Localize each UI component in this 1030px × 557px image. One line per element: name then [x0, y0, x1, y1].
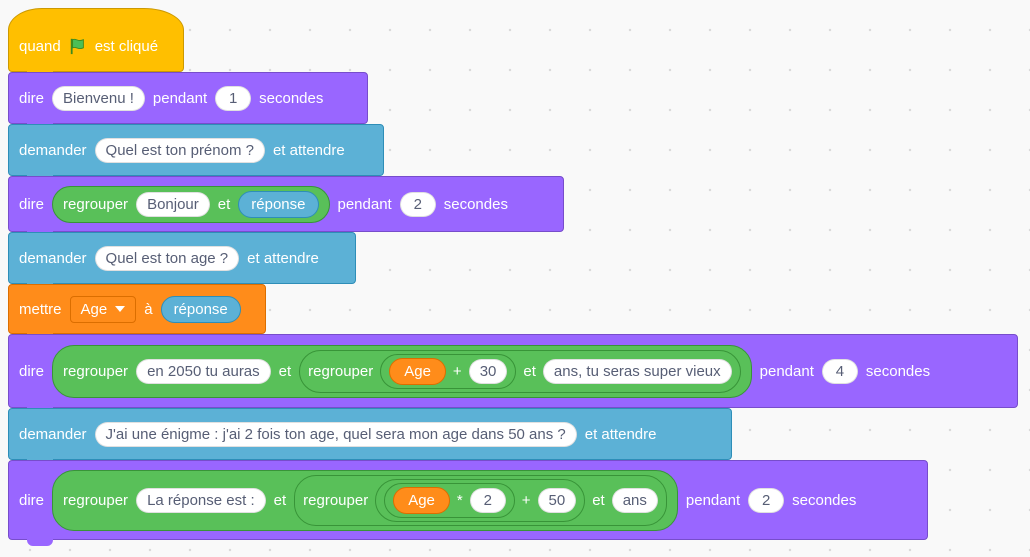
number-input[interactable]: 30 — [468, 358, 508, 384]
multiply-operator[interactable]: Age * 2 — [384, 482, 515, 518]
age-variable-reporter[interactable]: Age — [393, 486, 450, 514]
join-operator-nested[interactable]: regrouper Age * 2 + 50 et ans — [294, 474, 667, 526]
join-label: regrouper — [63, 491, 129, 509]
say-label: dire — [19, 491, 45, 509]
say-for-secs-block[interactable]: dire regrouper Bonjour et réponse pendan… — [8, 176, 564, 238]
green-flag-icon — [70, 38, 84, 55]
join-first-input[interactable]: Bonjour — [136, 191, 210, 217]
say-for-secs-block[interactable]: dire regrouper La réponse est : et regro… — [8, 460, 928, 546]
and-label: et — [217, 195, 231, 213]
join-second-input[interactable]: ans, tu seras super vieux — [542, 358, 732, 384]
seconds-input[interactable]: 2 — [399, 191, 436, 217]
join-label: regrouper — [63, 195, 129, 213]
add-operator[interactable]: Age * 2 + 50 — [375, 478, 586, 522]
wait-label: et attendre — [272, 141, 345, 159]
join-first-input[interactable]: La réponse est : — [136, 487, 266, 513]
seconds-label: secondes — [443, 195, 508, 213]
wait-label: et attendre — [584, 425, 657, 443]
set-variable-block[interactable]: mettre Age à réponse — [8, 284, 266, 340]
times-sign: * — [456, 491, 463, 509]
caret-down-icon — [115, 306, 126, 312]
join-label: regrouper — [63, 362, 129, 380]
say-label: dire — [19, 89, 45, 107]
say-label: dire — [19, 362, 45, 380]
question-input[interactable]: J'ai une énigme : j'ai 2 fois ton age, q… — [94, 421, 577, 447]
set-label: mettre — [19, 300, 62, 318]
seconds-label: secondes — [259, 89, 324, 107]
plus-sign: + — [521, 491, 531, 509]
seconds-input[interactable]: 4 — [821, 358, 858, 384]
join-operator[interactable]: regrouper La réponse est : et regrouper … — [52, 469, 678, 531]
join-first-input[interactable]: en 2050 tu auras — [136, 358, 271, 384]
answer-reporter[interactable]: réponse — [160, 295, 241, 323]
join-label: regrouper — [303, 491, 369, 509]
clicked-label: est cliqué — [94, 37, 159, 55]
join-second-input[interactable]: ans — [611, 487, 658, 513]
seconds-label: secondes — [865, 362, 931, 380]
seconds-input[interactable]: 1 — [215, 85, 252, 111]
to-label: à — [144, 300, 153, 318]
number-input[interactable]: 50 — [537, 487, 577, 513]
say-for-secs-block[interactable]: dire regrouper en 2050 tu auras et regro… — [8, 334, 1018, 414]
ask-and-wait-block[interactable]: demander Quel est ton age ? et attendre — [8, 232, 356, 290]
ask-label: demander — [19, 425, 87, 443]
wait-label: et attendre — [247, 249, 319, 267]
ask-label: demander — [19, 141, 87, 159]
say-for-secs-block[interactable]: dire Bienvenu ! pendant 1 secondes — [8, 72, 368, 130]
say-label: dire — [19, 195, 45, 213]
join-operator[interactable]: regrouper Bonjour et réponse — [52, 185, 330, 223]
variable-dropdown[interactable]: Age — [69, 295, 137, 323]
add-operator[interactable]: Age + 30 — [380, 353, 517, 389]
question-input[interactable]: Quel est ton prénom ? — [94, 137, 265, 163]
for-label: pendant — [152, 89, 208, 107]
seconds-label: secondes — [792, 491, 857, 509]
join-label: regrouper — [308, 362, 374, 380]
answer-reporter[interactable]: réponse — [238, 190, 319, 218]
and-label: et — [273, 491, 287, 509]
question-input[interactable]: Quel est ton age ? — [94, 245, 240, 271]
and-label: et — [592, 491, 605, 509]
age-variable-reporter[interactable]: Age — [389, 357, 446, 385]
ask-label: demander — [19, 249, 87, 267]
join-operator[interactable]: regrouper en 2050 tu auras et regrouper … — [52, 344, 752, 398]
ask-and-wait-block[interactable]: demander Quel est ton prénom ? et attend… — [8, 124, 384, 182]
for-label: pendant — [337, 195, 392, 213]
seconds-input[interactable]: 2 — [748, 487, 785, 513]
ask-and-wait-block[interactable]: demander J'ai une énigme : j'ai 2 fois t… — [8, 408, 732, 466]
and-label: et — [523, 362, 536, 380]
when-label: quand — [19, 37, 61, 55]
and-label: et — [278, 362, 292, 380]
plus-sign: + — [452, 362, 462, 380]
variable-name: Age — [80, 300, 108, 318]
for-label: pendant — [759, 362, 814, 380]
number-input[interactable]: 2 — [469, 487, 506, 513]
join-operator-nested[interactable]: regrouper Age + 30 et ans, tu seras supe… — [299, 349, 741, 393]
for-label: pendant — [685, 491, 741, 509]
when-flag-clicked-block[interactable]: quand est cliqué — [8, 8, 184, 78]
message-input[interactable]: Bienvenu ! — [52, 85, 145, 111]
